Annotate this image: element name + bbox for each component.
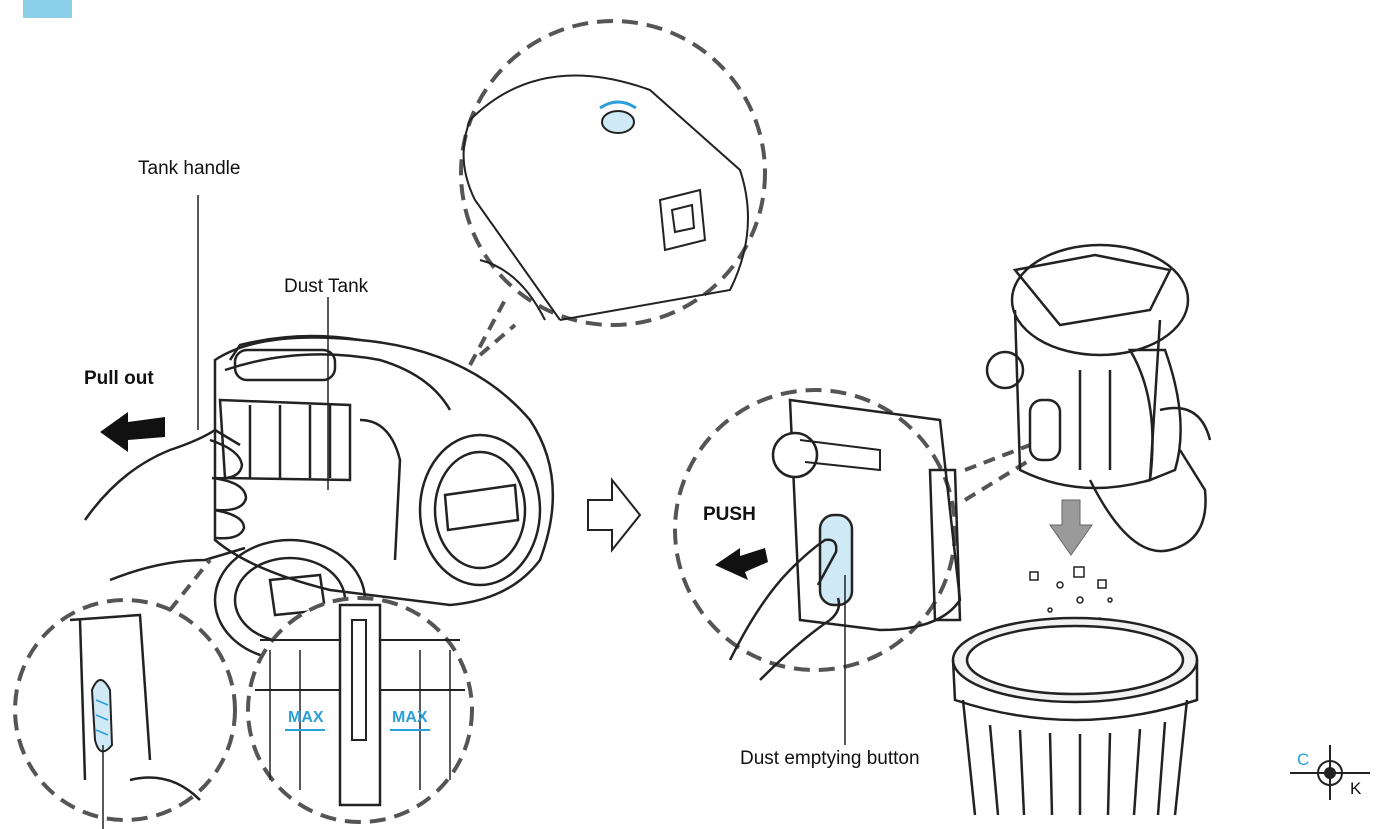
left-hand bbox=[83, 428, 248, 582]
corner-color-tab bbox=[23, 0, 72, 18]
max-level-label-left: MAX bbox=[288, 709, 324, 726]
push-arrow bbox=[715, 548, 768, 580]
trash-can bbox=[951, 616, 1199, 816]
zoom-circle-latch bbox=[13, 598, 237, 829]
step-arrow bbox=[587, 477, 642, 553]
detached-dust-tank bbox=[985, 243, 1212, 553]
push-label: PUSH bbox=[703, 504, 756, 525]
registration-k-label: K bbox=[1350, 779, 1362, 798]
falling-dust-arrow bbox=[1049, 499, 1093, 556]
dust-emptying-button-label: Dust emptying button bbox=[740, 748, 920, 769]
zoom-circle-top bbox=[459, 19, 767, 327]
max-level-label-right: MAX bbox=[392, 709, 428, 726]
registration-mark bbox=[1290, 745, 1370, 800]
zoom-circle-push bbox=[673, 388, 962, 681]
registration-c-label: C bbox=[1297, 750, 1310, 769]
zoom-circle-max: MAX MAX bbox=[246, 596, 474, 824]
vacuum-body bbox=[213, 334, 555, 607]
dust-tank-label: Dust Tank bbox=[284, 276, 369, 297]
pull-out-arrow bbox=[100, 412, 165, 452]
pull-out-label: Pull out bbox=[84, 368, 154, 389]
tank-handle-label: Tank handle bbox=[138, 158, 241, 179]
